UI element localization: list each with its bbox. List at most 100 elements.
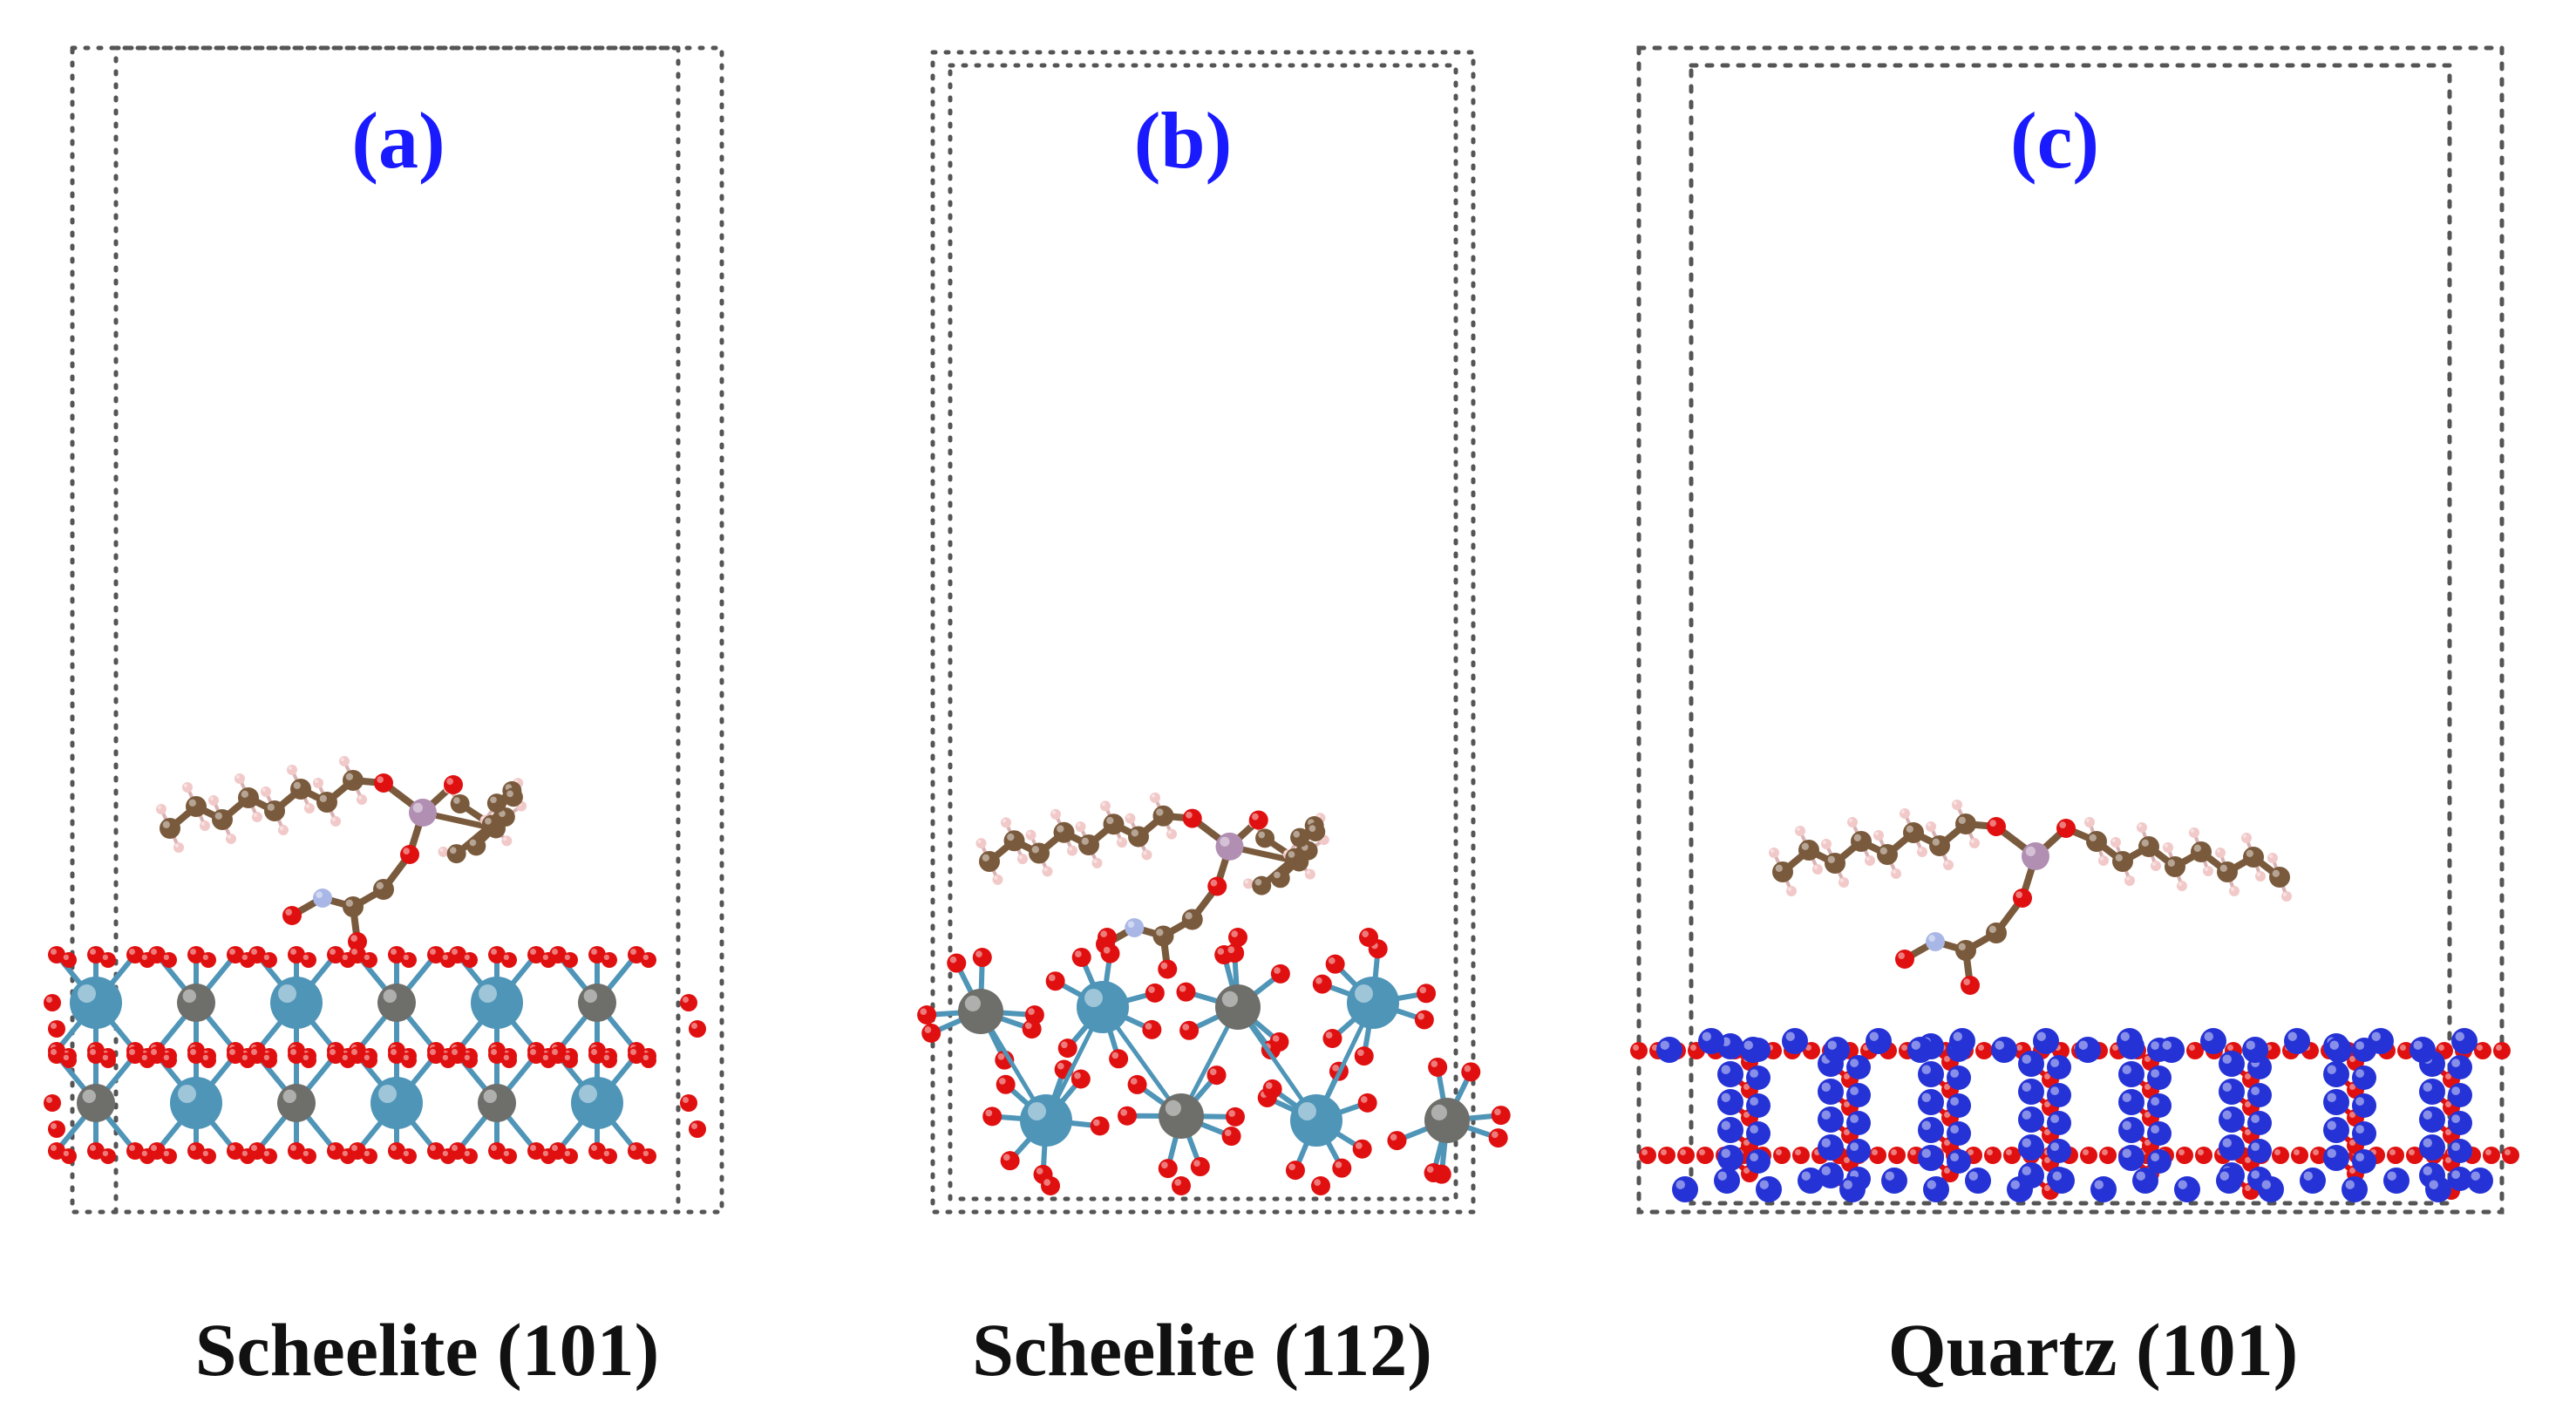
oxygen-atom-highlight (503, 954, 509, 960)
oxygen-atom (1248, 810, 1268, 830)
carbon-atom-highlight (1958, 943, 1966, 951)
oxygen-atom-highlight (683, 997, 689, 1003)
silicon-atom-highlight (1721, 1093, 1730, 1102)
silicon-atom-highlight (2122, 1065, 2131, 1074)
carbon-atom-highlight (345, 773, 353, 780)
hydrogen-atom (2241, 833, 2252, 843)
oxygen-atom (527, 1046, 545, 1064)
oxygen-atom-highlight (630, 1049, 636, 1055)
oxygen-atom (1975, 1042, 1993, 1059)
oxygen-atom-highlight (1111, 1052, 1119, 1059)
hydrogen-atom-highlight (1126, 814, 1131, 819)
silicon-atom-highlight (2050, 1086, 2060, 1095)
oxygen-atom-highlight (1944, 1056, 1950, 1062)
carbon-atom (212, 809, 233, 830)
hydrogen-atom (501, 835, 513, 847)
oxygen-atom (1630, 1042, 1648, 1059)
oxygen-atom-highlight (2144, 1056, 2151, 1062)
silicon-atom (2047, 1139, 2071, 1163)
panel-a-label: (a) (351, 96, 445, 185)
oxygen-atom (449, 1142, 466, 1160)
phosphorus-atom (1215, 832, 1244, 861)
oxygen-atom (262, 1052, 277, 1068)
oxygen-atom-highlight (141, 1054, 148, 1060)
silicon-atom (1839, 1175, 1866, 1202)
hydrogen-atom-highlight (1796, 827, 1800, 832)
carbon-atom (2112, 851, 2133, 872)
oxygen-atom-highlight (1061, 1041, 1068, 1049)
carbon-atom-highlight (1293, 830, 1301, 838)
oxygen-atom-highlight (591, 949, 597, 955)
oxygen-atom-highlight (1989, 820, 1996, 827)
oxygen-atom-highlight (1968, 1149, 1974, 1155)
silicon-atom-highlight (2327, 1093, 2336, 1102)
oxygen-atom (1312, 974, 1332, 994)
hydrogen-atom-highlight (2125, 876, 2130, 882)
silicon-atom (1918, 1061, 1944, 1087)
oxygen-atom-highlight (391, 1049, 397, 1055)
oxygen-atom-highlight (491, 949, 497, 955)
oxygen-atom (1311, 1176, 1330, 1195)
carbon-atom (446, 844, 466, 864)
hydrogen-atom (200, 820, 210, 831)
oxygen-atom-highlight (1743, 1112, 1750, 1118)
carbon-atom-highlight (1879, 847, 1887, 854)
oxygen-atom (602, 952, 617, 968)
oxygen-atom-highlight (542, 1054, 548, 1060)
oxygen-atom (628, 1142, 645, 1160)
oxygen-atom-highlight (129, 1049, 135, 1055)
oxygen-atom-highlight (285, 909, 292, 916)
silicon-atom-highlight (2455, 1032, 2464, 1041)
oxygen-atom (401, 1052, 417, 1068)
silicon-atom-highlight (2471, 1171, 2480, 1181)
carbon-atom (160, 818, 180, 839)
oxygen-atom-highlight (403, 954, 409, 960)
carbon-atom (466, 836, 486, 856)
silicon-atom (2219, 1134, 2245, 1161)
silicon-atom-highlight (1785, 1032, 1795, 1041)
oxygen-atom-highlight (90, 949, 96, 955)
hydrogen-atom-highlight (1770, 848, 1774, 854)
oxygen-atom (327, 1142, 344, 1160)
oxygen-atom (444, 775, 463, 794)
oxygen-atom (527, 946, 545, 963)
hydrogen-atom-highlight (1043, 868, 1048, 872)
carbon-atom-highlight (1258, 831, 1266, 839)
hydrogen-atom (156, 804, 167, 814)
panel-b-cell-inner (948, 63, 1458, 1202)
oxygen-atom-highlight (1288, 1163, 1295, 1171)
oxygen-atom (362, 1052, 377, 1068)
oxygen-atom (1098, 928, 1117, 947)
oxygen-atom-highlight (1661, 1149, 1667, 1155)
silicon-atom (2419, 1134, 2445, 1161)
oxygen-atom-highlight (1944, 1112, 1950, 1118)
hydrogen-atom (2137, 822, 2147, 833)
hydrogen-atom-highlight (977, 839, 982, 844)
oxygen-atom (1424, 1163, 1444, 1183)
silicon-atom (2118, 1145, 2144, 1171)
oxygen-atom (628, 1046, 645, 1064)
hydrogen-atom-highlight (209, 796, 214, 801)
oxygen-atom (501, 1148, 517, 1164)
carbon-atom (1903, 822, 1924, 843)
oxygen-atom-highlight (2189, 1045, 2195, 1051)
oxygen-atom (1359, 928, 1378, 947)
oxygen-atom-highlight (2144, 1084, 2151, 1090)
oxygen-atom-highlight (1075, 950, 1082, 957)
oxygen-atom-highlight (464, 1054, 470, 1060)
oxygen-atom (982, 1106, 1003, 1127)
silicon-atom-highlight (1921, 1120, 1931, 1130)
tungsten-atom (1159, 1093, 1204, 1139)
silicon-atom-highlight (2178, 1180, 2187, 1189)
oxygen-atom-highlight (51, 1145, 57, 1151)
oxygen-atom-highlight (1332, 1064, 1339, 1072)
panel-b-caption: Scheelite (112) (972, 1308, 1432, 1392)
silicon-atom (1818, 1134, 1844, 1161)
oxygen-atom (2291, 1147, 2308, 1164)
hydrogen-atom (2229, 886, 2240, 896)
hydrogen-atom-highlight (1874, 831, 1879, 836)
silicon-atom (2147, 1149, 2172, 1174)
silicon-atom-highlight (2423, 1138, 2432, 1147)
nitrogen-atom-highlight (1928, 935, 1935, 942)
oxygen-atom (1322, 1028, 1342, 1048)
